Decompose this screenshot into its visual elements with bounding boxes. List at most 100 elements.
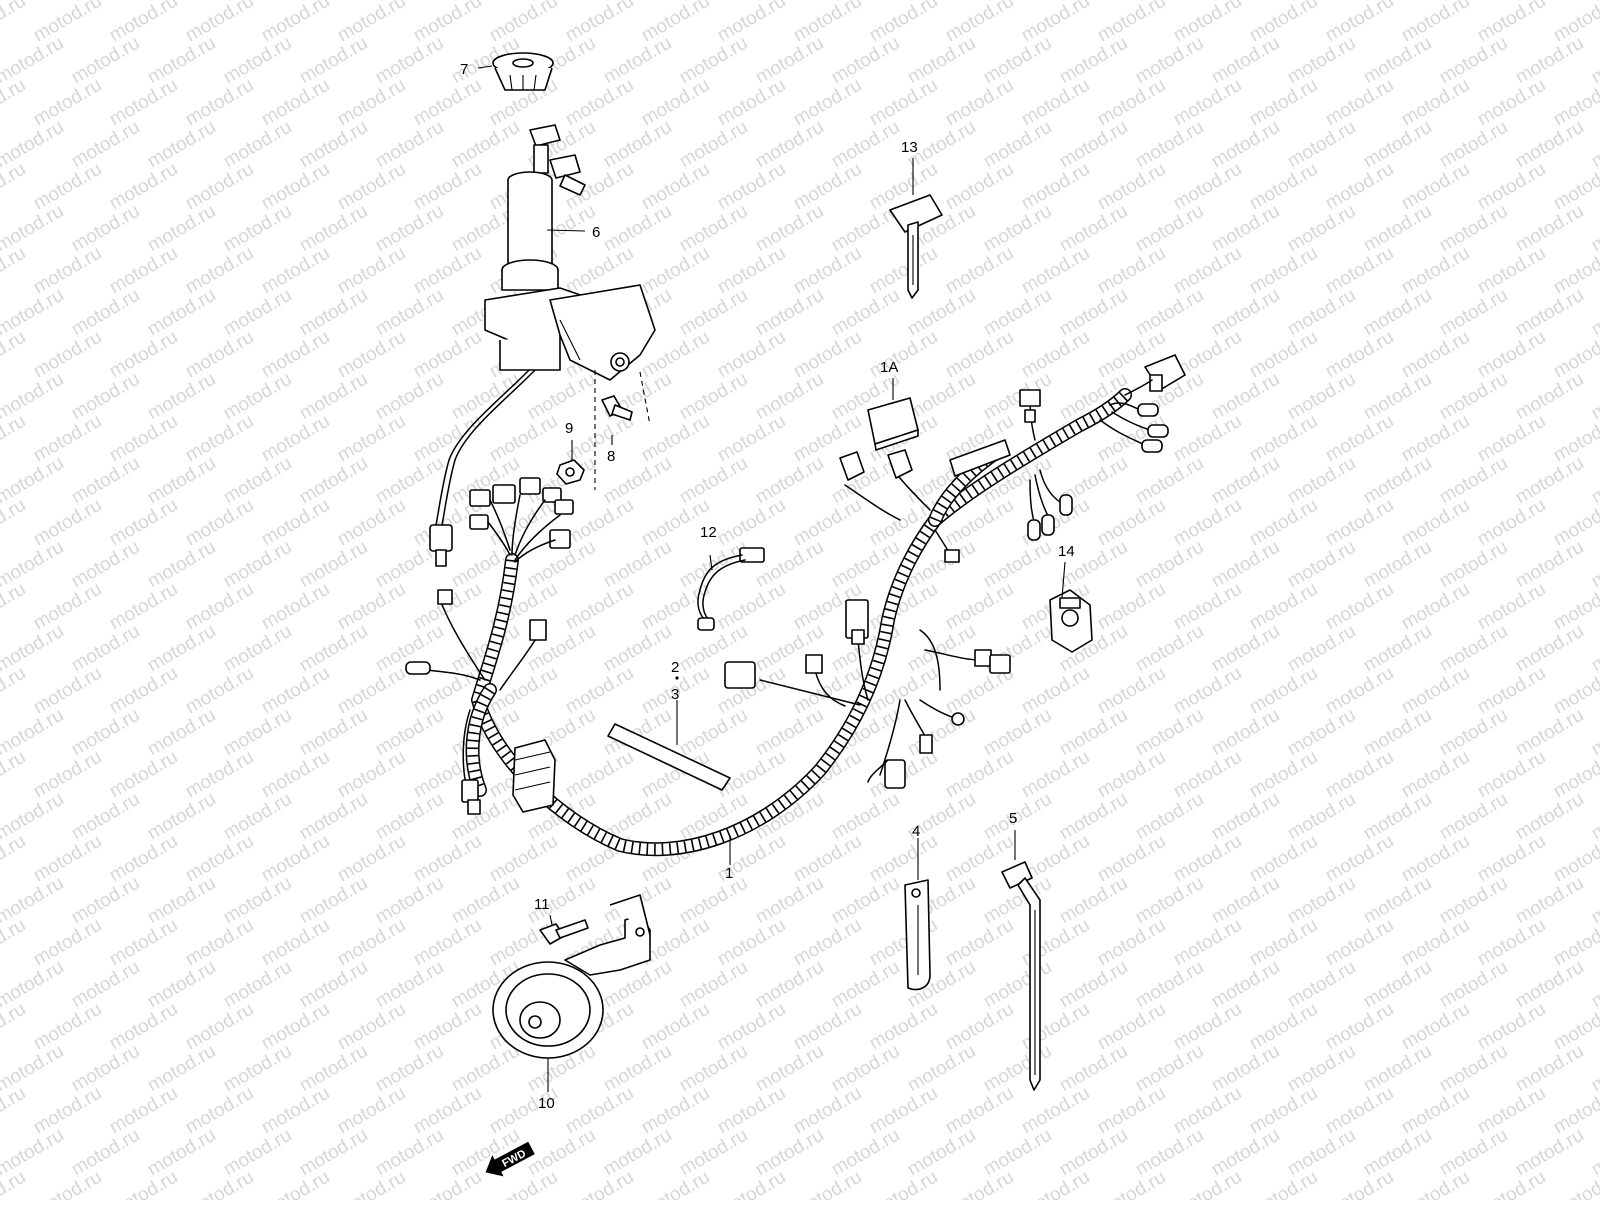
watermark-text: motod.ru bbox=[1208, 957, 1283, 1013]
watermark-text: motod.ru bbox=[1322, 579, 1397, 635]
watermark-text: motod.ru bbox=[942, 747, 1017, 803]
watermark-text: motod.ru bbox=[1132, 1125, 1207, 1181]
watermark-text: motod.ru bbox=[1208, 33, 1283, 89]
watermark-text: motod.ru bbox=[1170, 831, 1245, 887]
watermark-text: motod.ru bbox=[30, 243, 105, 299]
watermark-text: motod.ru bbox=[296, 1041, 371, 1097]
watermark-text: motod.ru bbox=[68, 621, 143, 677]
watermark-text: motod.ru bbox=[980, 1041, 1055, 1097]
subharness-cover bbox=[867, 397, 919, 451]
watermark-text: motod.ru bbox=[1284, 369, 1359, 425]
watermark-text: motod.ru bbox=[182, 1167, 257, 1200]
callout-13: 13 bbox=[901, 139, 918, 156]
watermark-text: motod.ru bbox=[106, 831, 181, 887]
watermark-text: motod.ru bbox=[1588, 957, 1600, 1013]
watermark-text: motod.ru bbox=[866, 243, 941, 299]
watermark-text: motod.ru bbox=[106, 243, 181, 299]
callout-4: 4 bbox=[912, 823, 920, 840]
watermark-text: motod.ru bbox=[942, 999, 1017, 1055]
watermark-text: motod.ru bbox=[106, 495, 181, 551]
callout-9: 9 bbox=[565, 420, 573, 437]
watermark-text: motod.ru bbox=[182, 579, 257, 635]
watermark-text: motod.ru bbox=[1170, 747, 1245, 803]
watermark-text: motod.ru bbox=[1588, 621, 1600, 677]
watermark-text: motod.ru bbox=[1208, 789, 1283, 845]
watermark-text: motod.ru bbox=[448, 873, 523, 929]
watermark-text: motod.ru bbox=[714, 747, 789, 803]
watermark-text: motod.ru bbox=[486, 411, 561, 467]
watermark-text: motod.ru bbox=[790, 243, 865, 299]
watermark-text: motod.ru bbox=[182, 747, 257, 803]
watermark-text: motod.ru bbox=[182, 1083, 257, 1139]
watermark-text: motod.ru bbox=[1132, 1041, 1207, 1097]
watermark-text: motod.ru bbox=[144, 537, 219, 593]
watermark-text: motod.ru bbox=[600, 201, 675, 257]
watermark-text: motod.ru bbox=[1398, 747, 1473, 803]
watermark-text: motod.ru bbox=[0, 579, 29, 635]
watermark-text: motod.ru bbox=[182, 0, 257, 46]
watermark-text: motod.ru bbox=[30, 75, 105, 131]
watermark-text: motod.ru bbox=[1474, 75, 1549, 131]
watermark-text: motod.ru bbox=[1132, 117, 1207, 173]
leader-lines bbox=[477, 65, 1066, 1092]
watermark-text: motod.ru bbox=[1588, 369, 1600, 425]
watermark-text: motod.ru bbox=[1170, 663, 1245, 719]
watermark-text: motod.ru bbox=[1512, 957, 1587, 1013]
watermark-text: motod.ru bbox=[144, 621, 219, 677]
watermark-text: motod.ru bbox=[676, 1041, 751, 1097]
watermark-text: motod.ru bbox=[1512, 537, 1587, 593]
relay-14 bbox=[1049, 589, 1093, 653]
watermark-text: motod.ru bbox=[106, 411, 181, 467]
watermark-text: motod.ru bbox=[1474, 1083, 1549, 1139]
watermark-text: motod.ru bbox=[676, 1125, 751, 1181]
watermark-text: motod.ru bbox=[1398, 1083, 1473, 1139]
watermark-text: motod.ru bbox=[1512, 621, 1587, 677]
watermark-text: motod.ru bbox=[220, 117, 295, 173]
watermark-text: motod.ru bbox=[752, 285, 827, 341]
watermark-text: motod.ru bbox=[1322, 747, 1397, 803]
watermark-text: motod.ru bbox=[334, 579, 409, 635]
watermark-text: motod.ru bbox=[106, 75, 181, 131]
watermark-text: motod.ru bbox=[296, 117, 371, 173]
watermark-text: motod.ru bbox=[448, 117, 523, 173]
watermark-text: motod.ru bbox=[1436, 33, 1511, 89]
watermark-text: motod.ru bbox=[752, 117, 827, 173]
watermark-text: motod.ru bbox=[1322, 1083, 1397, 1139]
watermark-text: motod.ru bbox=[1208, 117, 1283, 173]
watermark-text: motod.ru bbox=[1170, 579, 1245, 635]
watermark-text: motod.ru bbox=[600, 621, 675, 677]
watermark-text: motod.ru bbox=[904, 1041, 979, 1097]
watermark-text: motod.ru bbox=[1588, 789, 1600, 845]
watermark-text: motod.ru bbox=[1436, 537, 1511, 593]
watermark-text: motod.ru bbox=[1436, 1125, 1511, 1181]
watermark-text: motod.ru bbox=[828, 957, 903, 1013]
watermark-text: motod.ru bbox=[942, 159, 1017, 215]
watermark-text: motod.ru bbox=[334, 0, 409, 46]
watermark-text: motod.ru bbox=[1018, 243, 1093, 299]
watermark-text: motod.ru bbox=[1170, 1167, 1245, 1200]
watermark-text: motod.ru bbox=[638, 1083, 713, 1139]
watermark-text: motod.ru bbox=[790, 1167, 865, 1200]
watermark-text: motod.ru bbox=[30, 999, 105, 1055]
watermark-text: motod.ru bbox=[714, 579, 789, 635]
watermark-text: motod.ru bbox=[486, 663, 561, 719]
watermark-text: motod.ru bbox=[1132, 453, 1207, 509]
watermark-text: motod.ru bbox=[1360, 285, 1435, 341]
watermark-text: motod.ru bbox=[828, 117, 903, 173]
watermark-text: motod.ru bbox=[1170, 0, 1245, 46]
watermark-text: motod.ru bbox=[1132, 873, 1207, 929]
watermark-text: motod.ru bbox=[372, 201, 447, 257]
watermark-text: motod.ru bbox=[372, 33, 447, 89]
watermark-text: motod.ru bbox=[1360, 33, 1435, 89]
watermark-text: motod.ru bbox=[1170, 1083, 1245, 1139]
watermark-text: motod.ru bbox=[638, 159, 713, 215]
watermark-text: motod.ru bbox=[1474, 999, 1549, 1055]
watermark-text: motod.ru bbox=[866, 75, 941, 131]
watermark-text: motod.ru bbox=[1208, 1125, 1283, 1181]
bolt-8 bbox=[601, 395, 633, 421]
watermark-text: motod.ru bbox=[1246, 1083, 1321, 1139]
watermark-text: motod.ru bbox=[334, 831, 409, 887]
watermark-text: motod.ru bbox=[980, 537, 1055, 593]
watermark-text: motod.ru bbox=[600, 33, 675, 89]
watermark-text: motod.ru bbox=[676, 873, 751, 929]
